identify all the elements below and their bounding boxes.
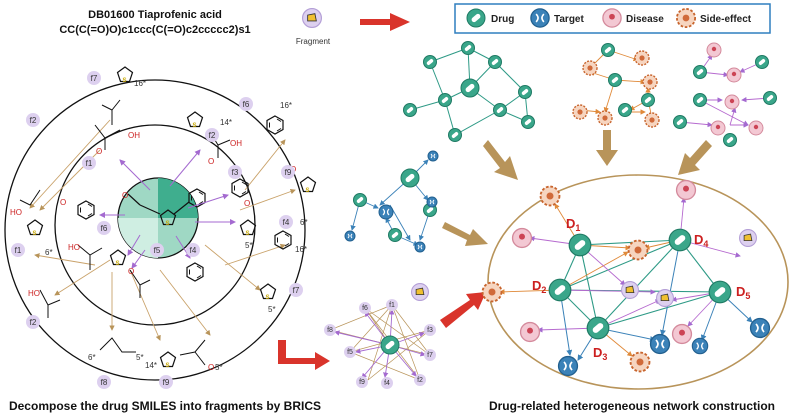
svg-text:f4: f4 [190,246,197,255]
svg-text:OH: OH [230,139,242,148]
svg-text:f7: f7 [91,74,98,83]
svg-text:O: O [208,363,214,372]
drug-target-nodes [344,150,439,253]
svg-text:f5: f5 [154,246,161,255]
svg-text:6*: 6* [88,353,96,362]
top-red-arrow [360,13,410,31]
svg-text:5*: 5* [268,305,276,314]
svg-text:16*: 16* [134,79,146,88]
brics-decomposition: O [4,79,306,381]
fragment-legend-icon [301,7,323,29]
svg-text:16*: 16* [280,101,292,110]
drug-smiles: CC(C(=O)O)c1ccc(C(=O)c2ccccc2)s1 [59,24,250,36]
side-effect-icon [675,7,697,29]
outer-arrows [29,119,296,341]
red-l-arrow [278,340,330,370]
fragment-labels: f7 f2 f1 f2 f6 f3 f9 f6 f4 f1 f5 f4 f2 f… [11,71,303,389]
svg-text:HO: HO [28,289,40,298]
svg-text:f7: f7 [293,286,300,295]
heterogeneous-network: D1 D2 D3 D4 D5 [481,174,789,390]
svg-text:f4: f4 [384,380,390,387]
svg-text:O: O [122,191,128,200]
svg-text:f5: f5 [347,349,353,356]
disease-icon [602,8,622,28]
label-d4: D4 [694,232,708,249]
drug-side-effect-nodes [572,43,660,128]
svg-text:16*: 16* [295,245,307,254]
target-icon [530,8,550,28]
converge-arrows [442,130,712,246]
svg-text:f8: f8 [101,378,108,387]
svg-text:HO: HO [10,208,22,217]
drug-disease-nodes [673,42,777,147]
svg-text:6*: 6* [45,248,53,257]
svg-text:f2: f2 [209,131,216,140]
svg-text:f1: f1 [86,159,93,168]
svg-text:f9: f9 [285,168,292,177]
svg-text:f2: f2 [30,318,37,327]
red-diagonal-arrow [440,292,486,328]
svg-text:f7: f7 [427,352,433,359]
svg-text:f9: f9 [163,378,170,387]
svg-text:14*: 14* [145,361,157,370]
svg-text:5*: 5* [215,363,223,372]
legend-drug-label: Drug [491,14,514,25]
svg-text:O: O [60,198,66,207]
legend-side-effect-label: Side-effect [700,14,752,25]
label-d5: D5 [736,284,750,301]
drug-drug-nodes [403,41,535,142]
svg-text:14*: 14* [220,118,232,127]
label-d2: D2 [532,278,546,295]
left-caption: Decompose the drug SMILES into fragments… [9,399,321,413]
svg-text:f2: f2 [30,116,37,125]
fragment-structures: OH OH HO HO HO O O O O O O O 16* 14* 16*… [10,66,317,372]
svg-text:f4: f4 [283,218,290,227]
svg-text:f3: f3 [427,327,433,334]
legend-target-label: Target [554,14,584,25]
svg-text:O: O [128,267,134,276]
svg-text:O: O [208,157,214,166]
svg-text:f6: f6 [243,100,250,109]
svg-text:HO: HO [68,243,80,252]
svg-text:f1: f1 [389,302,395,309]
svg-text:f2: f2 [417,377,423,384]
center-arrows [99,149,236,269]
svg-text:f6: f6 [101,224,108,233]
label-d1: D1 [566,216,580,233]
svg-text:O: O [244,199,250,208]
svg-text:6*: 6* [300,218,308,227]
fragment-legend-label: Fragment [296,37,331,46]
drug-title: DB01600 Tiaprofenic acid [88,9,222,21]
svg-text:5*: 5* [245,241,253,250]
fragment-graph: f6 f1 f3 f7 f2 f4 f5 f9 f8 [324,283,436,389]
svg-text:O: O [96,147,102,156]
svg-text:5*: 5* [136,353,144,362]
svg-text:f6: f6 [362,305,368,312]
svg-text:f3: f3 [232,168,239,177]
label-d3: D3 [593,345,607,362]
svg-text:f1: f1 [15,246,22,255]
legend-disease-label: Disease [626,14,664,25]
svg-text:f9: f9 [359,379,365,386]
right-caption: Drug-related heterogeneous network const… [489,399,775,413]
svg-text:OH: OH [128,131,140,140]
svg-text:f8: f8 [327,327,333,334]
drug-icon [466,8,486,28]
